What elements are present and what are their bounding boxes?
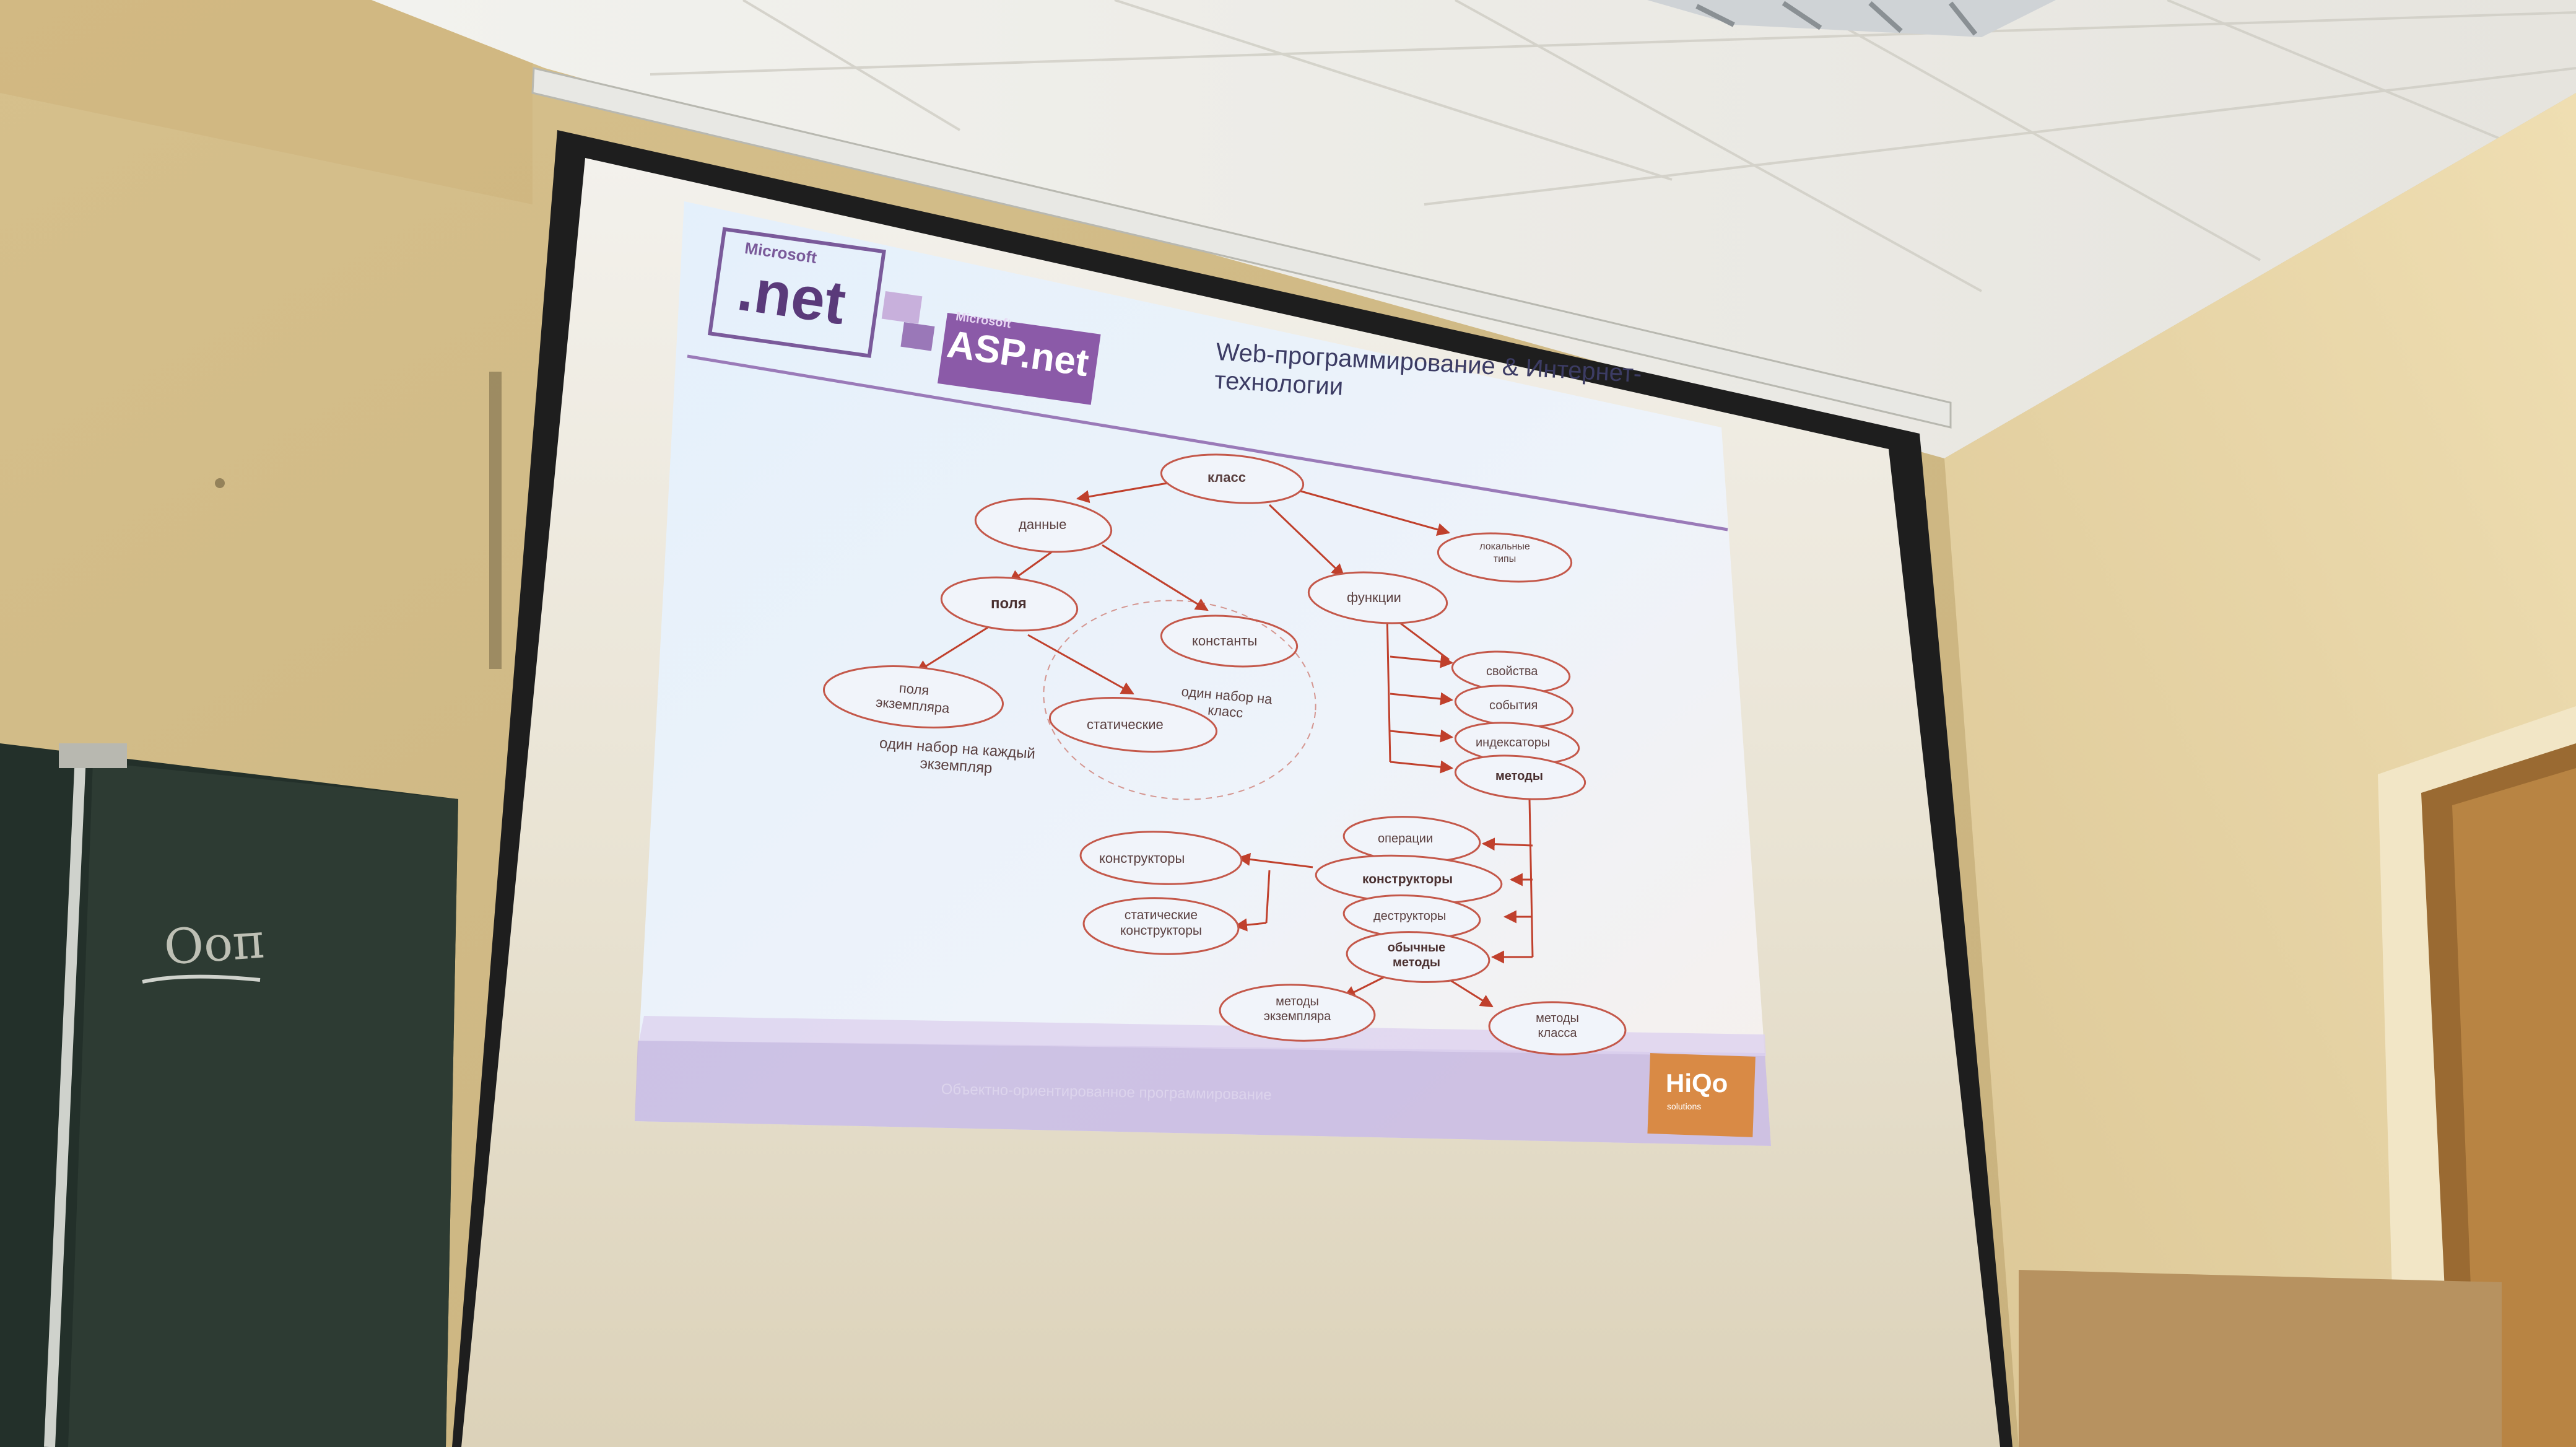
node-staticheskie: статические — [1087, 717, 1164, 732]
node-polya: поля — [991, 595, 1027, 612]
node-konstruktory: конструкторы — [1099, 850, 1185, 866]
projected-slide — [635, 201, 1771, 1146]
node-destruktory: деструкторы — [1373, 909, 1447, 923]
node-konstruktory-func: конструкторы — [1362, 872, 1453, 886]
ceiling-light — [1647, 0, 2056, 37]
diagram-nodes — [822, 453, 1627, 1056]
ceiling — [372, 0, 2576, 458]
dotnet-logo — [707, 227, 935, 358]
node-klass: класс — [1208, 470, 1246, 485]
node-dannye: данные — [1019, 517, 1067, 532]
node-sobytiya: события — [1489, 699, 1538, 712]
dotnet-logo-text: .net — [733, 254, 850, 338]
node-konstanty: константы — [1192, 633, 1258, 649]
node-metody-klassa: методы класса — [1536, 1012, 1579, 1040]
chalkboard-text: Ооп — [162, 913, 267, 976]
node-staticheskie-konstruktory: статические конструкторы — [1120, 908, 1203, 938]
node-metody-ekzemplyara: методы экземпляра — [1263, 995, 1331, 1023]
chalkboard — [0, 743, 458, 1447]
screen-casing — [531, 67, 1952, 429]
node-funktsii: функции — [1347, 590, 1401, 605]
node-svoystva: свойства — [1486, 665, 1538, 678]
node-metody: методы — [1495, 769, 1543, 783]
node-indeksatory: индексаторы — [1476, 736, 1551, 750]
diagram-edges — [915, 482, 1534, 1008]
wood-panel — [2019, 1270, 2502, 1447]
doorway — [2378, 706, 2576, 1447]
aspnet-logo-box — [937, 313, 1101, 405]
hiqo-logo-text: HiQo — [1666, 1069, 1728, 1098]
hiqo-logo-box — [1647, 1053, 1756, 1137]
hiqo-logo-sub: solutions — [1667, 1101, 1702, 1111]
node-obychnye-metody: обычные методы — [1387, 941, 1446, 969]
node-lokalnye-tipy: локальные типы — [1479, 541, 1530, 564]
node-operatsii: операции — [1378, 832, 1434, 846]
